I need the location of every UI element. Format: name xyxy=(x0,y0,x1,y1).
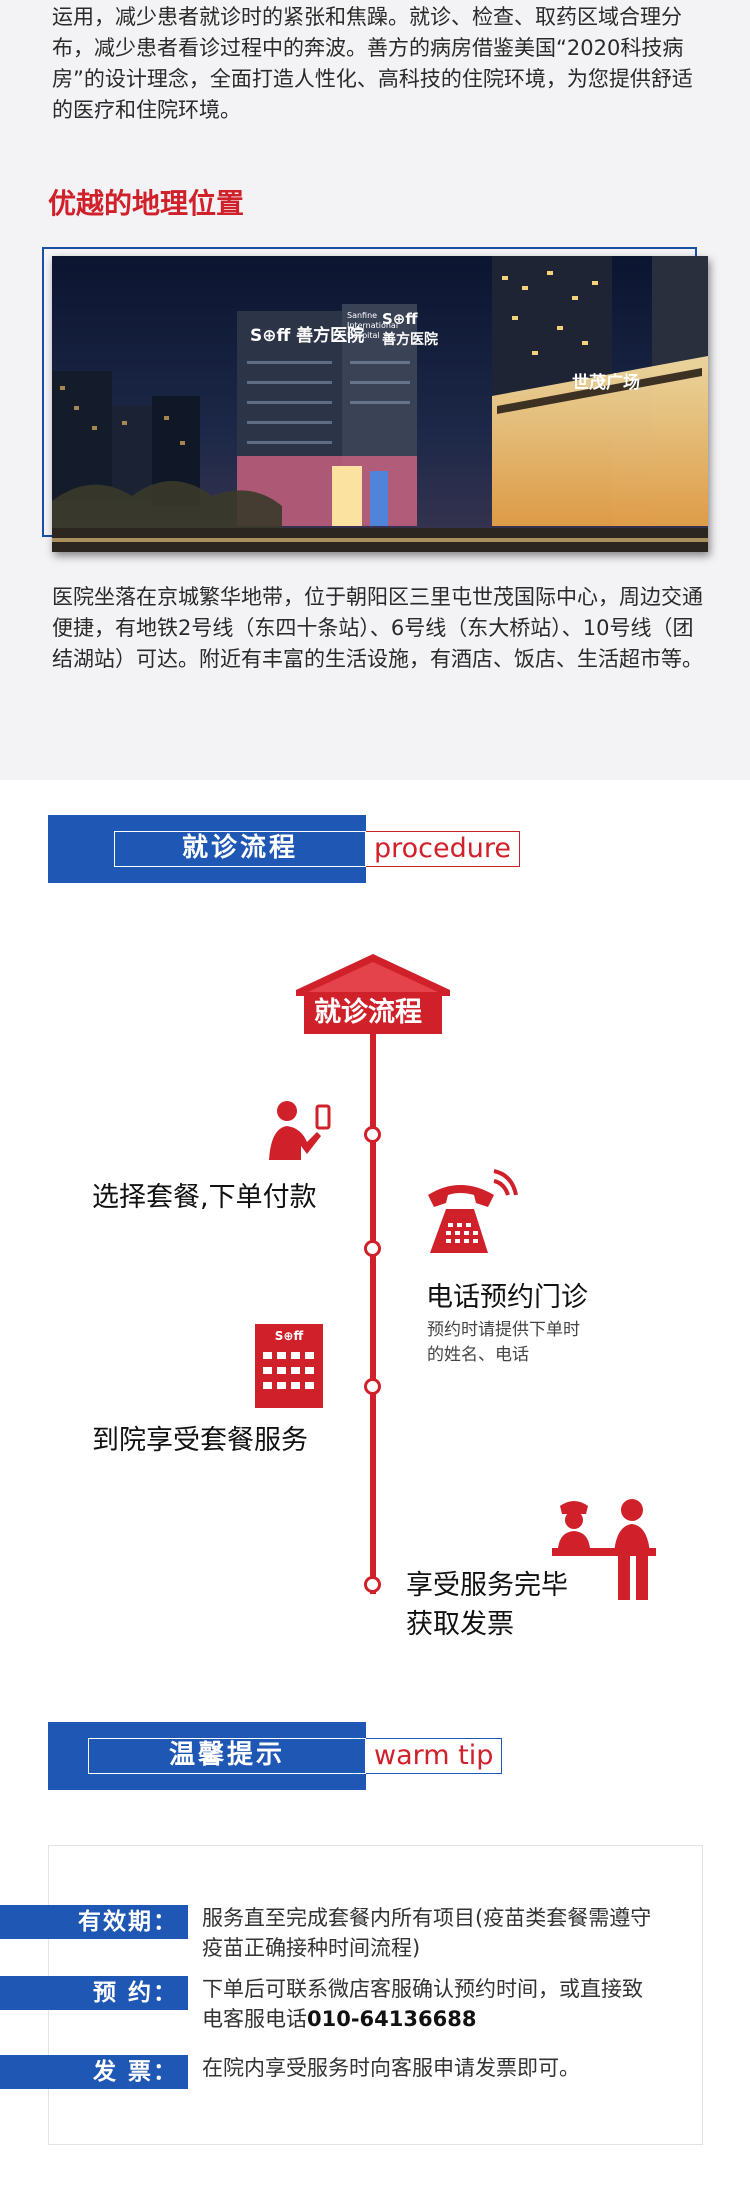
tips-banner-title: 温馨提示 xyxy=(88,1738,366,1774)
procedure-banner-english: procedure xyxy=(366,831,520,867)
svg-text:S⊕ff 善方医院: S⊕ff 善方医院 xyxy=(250,325,364,346)
procedure-banner: 就诊流程 procedure xyxy=(48,815,520,883)
hospital-building-icon: S⊕ff xyxy=(255,1324,323,1408)
reception-desk-icon xyxy=(552,1499,656,1600)
timeline-line xyxy=(370,1032,376,1594)
step-2-title: 电话预约门诊 xyxy=(426,1282,588,1313)
svg-text:世茂广场: 世茂广场 xyxy=(572,372,640,393)
tip-label-reservation: 预 约： xyxy=(0,1976,188,2010)
procedure-banner-title: 就诊流程 xyxy=(114,831,366,867)
timeline-dot xyxy=(364,1378,381,1395)
hospital-night-photo: S⊕ff 善方医院 Sanfine International Hospital… xyxy=(52,256,708,552)
telephone-icon xyxy=(428,1169,518,1253)
house-icon xyxy=(296,954,450,1034)
step-1-title: 选择套餐,下单付款 xyxy=(92,1182,317,1213)
tip-reservation-text: 下单后可联系微店客服确认预约时间，或直接致电客服电话 xyxy=(202,1977,643,2031)
step-2-subtitle-line1: 预约时请提供下单时 xyxy=(427,1320,580,1340)
person-phone-icon xyxy=(269,1101,331,1160)
hospital-icon-logo: S⊕ff xyxy=(275,1329,304,1343)
tips-banner-english: warm tip xyxy=(366,1738,503,1774)
tip-label-validity: 有效期： xyxy=(0,1905,188,1939)
location-paragraph: 医院坐落在京城繁华地带，位于朝阳区三里屯世茂国际中心，周边交通便捷，有地铁2号线… xyxy=(52,585,703,671)
svg-text:Sanfine: Sanfine xyxy=(347,311,377,320)
timeline-dot xyxy=(364,1576,381,1593)
tip-text-validity: 服务直至完成套餐内所有项目(疫苗类套餐需遵守疫苗正确接种时间流程) xyxy=(202,1906,652,1960)
svg-text:善方医院: 善方医院 xyxy=(382,331,438,348)
service-phone-number: 010-64136688 xyxy=(307,2007,477,2031)
tips-banner: 温馨提示 warm tip xyxy=(48,1722,503,1790)
svg-text:International: International xyxy=(347,321,398,330)
step-2-subtitle-line2: 的姓名、电话 xyxy=(427,1345,529,1365)
tip-text-invoice: 在院内享受服务时向客服申请发票即可。 xyxy=(202,2056,580,2080)
intro-paragraph: 运用，减少患者就诊时的紧张和焦躁。就诊、检查、取药区域合理分布，减少患者看诊过程… xyxy=(52,5,693,122)
step-4-title-line2: 获取发票 xyxy=(406,1609,514,1640)
step-4-title-line1: 享受服务完毕 xyxy=(406,1570,568,1601)
step-3-title: 到院享受套餐服务 xyxy=(92,1425,308,1456)
timeline-dot xyxy=(364,1240,381,1257)
tip-label-invoice: 发 票： xyxy=(0,2055,188,2089)
step-2-subtitle: 预约时请提供下单时 的姓名、电话 xyxy=(427,1318,580,1368)
house-label: 就诊流程 xyxy=(314,997,422,1028)
location-heading: 优越的地理位置 xyxy=(48,187,245,220)
svg-text:Hospital: Hospital xyxy=(347,331,380,340)
tip-text-reservation: 下单后可联系微店客服确认预约时间，或直接致电客服电话010-64136688 xyxy=(202,1974,662,2034)
timeline-dot xyxy=(364,1126,381,1143)
svg-text:S⊕ff: S⊕ff xyxy=(382,310,418,328)
